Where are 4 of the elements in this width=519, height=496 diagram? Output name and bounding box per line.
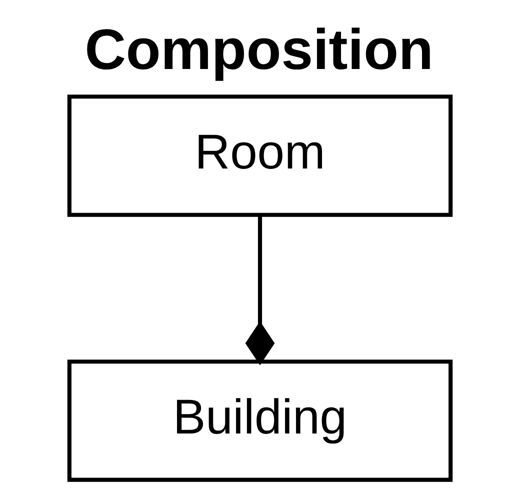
- connector: [244, 214, 274, 365]
- node-box: Building: [66, 359, 452, 482]
- diagram-title: Composition: [84, 17, 433, 82]
- node-box: Room: [66, 94, 452, 216]
